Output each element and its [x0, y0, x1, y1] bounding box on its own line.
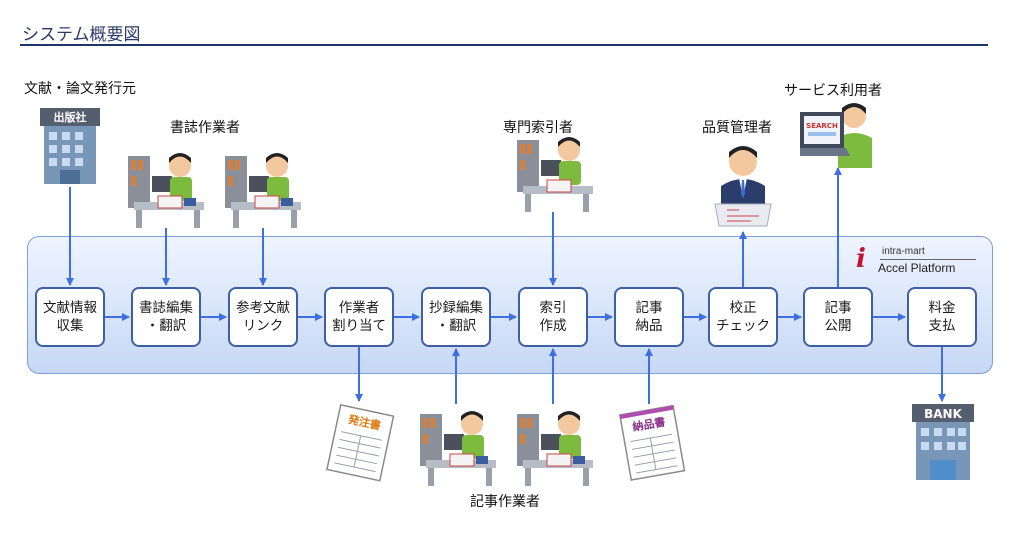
step-reference-link[interactable]: 参考文献リンク: [228, 287, 298, 347]
step-article-delivery[interactable]: 記事納品: [614, 287, 684, 347]
step-line1: 索引: [539, 300, 567, 316]
step-line1: 参考文献: [236, 300, 290, 316]
label-publisher-source: 文献・論文発行元: [24, 81, 136, 97]
step-bib-edit-translate[interactable]: 書誌編集・翻訳: [131, 287, 201, 347]
step-line1: 校正: [729, 300, 757, 316]
step-line1: 作業者: [338, 300, 380, 316]
qc-manager-icon: [714, 146, 772, 227]
step-line2: ・翻訳: [435, 318, 477, 334]
bib-worker-1-icon: [128, 153, 204, 228]
step-line1: 書誌編集: [139, 300, 193, 316]
article-worker-1-icon: [420, 411, 496, 486]
step-article-publish[interactable]: 記事公開: [803, 287, 873, 347]
logo-line1: intra-mart: [882, 246, 925, 257]
page-title: システム概要図: [22, 25, 141, 45]
logo-line2: Accel Platform: [878, 261, 956, 275]
label-qc-manager: 品質管理者: [702, 120, 772, 136]
step-line1: 料金: [928, 300, 956, 316]
intra-mart-logo: i intra-mart Accel Platform: [856, 244, 976, 278]
bib-worker-2-icon: [225, 153, 301, 228]
indexer-icon: [517, 137, 593, 212]
label-bib-workers: 書誌作業者: [170, 120, 240, 136]
title-divider: [20, 44, 988, 46]
step-line1: 記事: [635, 300, 663, 316]
step-index-creation[interactable]: 索引作成: [518, 287, 588, 347]
label-indexer: 専門索引者: [503, 120, 573, 136]
label-article-workers: 記事作業者: [470, 494, 540, 510]
step-line1: 文献情報: [43, 300, 97, 316]
step-line2: 作成: [539, 318, 567, 334]
bank-sign: BANK: [924, 407, 962, 421]
service-user-icon: SEARCH: [800, 103, 872, 168]
label-service-users: サービス利用者: [784, 83, 882, 99]
step-abstract-edit-translate[interactable]: 抄録編集・翻訳: [421, 287, 491, 347]
publisher-sign: 出版社: [54, 110, 87, 124]
logo-divider: [880, 259, 976, 260]
order-document-icon: 発注書: [326, 404, 395, 482]
delivery-document-icon: 納品書: [618, 404, 686, 481]
article-worker-2-icon: [517, 411, 593, 486]
step-proof-check[interactable]: 校正チェック: [708, 287, 778, 347]
step-line2: チェック: [716, 318, 770, 334]
bank-building-icon: BANK: [912, 404, 974, 480]
step-fee-payment[interactable]: 料金支払: [907, 287, 977, 347]
order-doc-title: 発注書: [346, 412, 382, 433]
step-line2: 納品: [635, 318, 663, 334]
delivery-doc-title: 納品書: [631, 414, 666, 434]
step-literature-collection[interactable]: 文献情報収集: [35, 287, 105, 347]
step-line1: 記事: [824, 300, 852, 316]
logo-i-icon: i: [856, 244, 866, 274]
step-line2: 割り当て: [332, 318, 386, 334]
step-line2: 収集: [56, 318, 84, 334]
search-text: SEARCH: [806, 122, 838, 130]
step-line2: リンク: [242, 318, 284, 334]
step-line2: ・翻訳: [145, 318, 187, 334]
publisher-building-icon: 出版社: [40, 108, 100, 184]
step-line2: 公開: [824, 318, 852, 334]
step-line2: 支払: [928, 318, 956, 334]
step-line1: 抄録編集: [429, 300, 483, 316]
step-worker-assignment[interactable]: 作業者割り当て: [324, 287, 394, 347]
